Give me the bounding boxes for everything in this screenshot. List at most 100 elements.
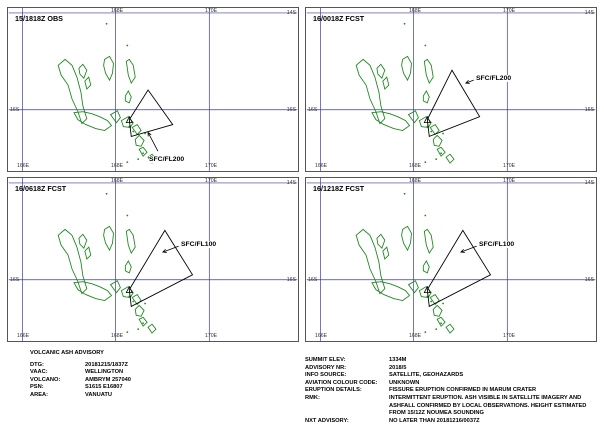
lon-tick-label: 170E xyxy=(503,333,516,339)
islet-dot xyxy=(142,322,145,325)
map-canvas xyxy=(306,178,596,341)
advisory-key: AVIATION COLOUR CODE: xyxy=(305,379,378,386)
islet-dot xyxy=(442,132,444,135)
lat-tick-label: 14S xyxy=(584,180,594,186)
island-outline xyxy=(73,111,113,131)
island-outline xyxy=(401,225,412,252)
island-outline xyxy=(376,63,386,79)
advisory-value: NO LATER THAN 20181216/0037Z xyxy=(389,417,480,424)
arrow-head-icon xyxy=(460,248,465,253)
lat-tick-label: 16S xyxy=(10,107,20,113)
advisory-row: INFO SOURCE:SATELLITE, GEOHAZARDS xyxy=(305,372,601,380)
island-outline xyxy=(445,323,455,334)
advisory-row: DTG: 20181215/1837Z xyxy=(30,362,131,370)
island-outline xyxy=(445,153,455,164)
volcano-icon xyxy=(125,285,133,293)
lon-tick-label: 168E xyxy=(111,163,124,169)
island-outline xyxy=(422,90,430,104)
island-outline xyxy=(147,323,157,334)
label-leader-line xyxy=(147,132,159,152)
island-outline xyxy=(376,233,386,249)
lat-tick-label: 14S xyxy=(286,10,296,16)
volcano-icon xyxy=(423,285,431,293)
islet-dot xyxy=(430,130,433,133)
islet-dot xyxy=(126,44,129,47)
map-panel-4: 16/1218Z FCSTSFC/FL100166E166E168E168E17… xyxy=(305,177,597,342)
island-outline xyxy=(436,146,446,157)
map-panel-1: 15/1818Z OBSSFC/FL200166E166E168E168E170… xyxy=(7,7,299,172)
volcano-icon xyxy=(423,115,431,123)
island-outline xyxy=(134,134,145,147)
volcano-icon xyxy=(125,115,133,123)
lon-tick-label: 170E xyxy=(205,333,218,339)
flight-level-label: SFC/FL200 xyxy=(476,75,512,82)
advisory-value: INTERMITTENT ERUPTION. ASH VISIBLE IN SA… xyxy=(389,394,587,417)
panel-title: 15/1818Z OBS xyxy=(15,14,63,23)
lat-tick-label: 16S xyxy=(584,107,594,113)
islet-dot xyxy=(442,302,444,305)
island-outline xyxy=(125,58,136,85)
ash-cloud-polygon xyxy=(128,89,174,137)
island-outline xyxy=(124,90,132,104)
ash-cloud-polygon xyxy=(426,229,492,308)
advisory-value: AMBRYM 257040 xyxy=(85,376,131,383)
island-outline xyxy=(418,286,432,299)
arrow-head-icon xyxy=(162,248,167,253)
arrow-head-icon xyxy=(464,79,470,84)
island-outline xyxy=(103,225,114,252)
islet-dot xyxy=(424,44,427,47)
island-outline xyxy=(125,228,136,255)
islet-dot xyxy=(440,152,443,155)
island-outline xyxy=(423,228,434,255)
advisory-row: ERUPTION DETAILS:FISSURE ERUPTION CONFIR… xyxy=(305,387,601,395)
islet-dot xyxy=(424,161,427,163)
lon-tick-label: 166E xyxy=(315,163,328,169)
lat-tick-label: 16S xyxy=(308,277,318,283)
advisory-value: S1615 E16807 xyxy=(85,384,123,391)
advisory-key: RMK: xyxy=(305,394,320,401)
map-panel-3: 16/0618Z FCSTSFC/FL100166E166E168E168E17… xyxy=(7,177,299,342)
island-outline xyxy=(134,304,145,317)
island-outline xyxy=(78,233,88,249)
island-outline xyxy=(407,110,419,124)
island-outline xyxy=(407,280,419,294)
lon-tick-label: 168E xyxy=(409,163,422,169)
island-outline xyxy=(429,293,440,306)
island-outline xyxy=(423,58,434,85)
advisory-row: AVIATION COLOUR CODE:UNKNOWN xyxy=(305,380,601,388)
advisory-key: ERUPTION DETAILS: xyxy=(305,387,362,394)
advisory-value: 20181215/1837Z xyxy=(85,361,129,368)
island-outline xyxy=(84,76,92,90)
map-panel-2: 16/0018Z FCSTSFC/FL200166E166E168E168E17… xyxy=(305,7,597,172)
lat-tick-label: 16S xyxy=(286,107,296,113)
island-outline xyxy=(138,146,148,157)
label-leader-line xyxy=(162,245,179,253)
advisory-value: WELLINGTON xyxy=(85,369,124,376)
lon-tick-label: 170E xyxy=(503,178,516,184)
advisory-key: NXT ADVISORY: xyxy=(305,417,349,424)
lat-tick-label: 14S xyxy=(286,180,296,186)
lon-tick-label: 168E xyxy=(111,8,124,14)
arrow-head-icon xyxy=(147,131,152,137)
islet-dot xyxy=(144,302,146,305)
advisory-key: SUMMIT ELEV: xyxy=(305,357,346,363)
islet-dot xyxy=(435,328,438,331)
islet-dot xyxy=(440,322,443,325)
advisory-row: NXT ADVISORY: NO LATER THAN 20181216/0037… xyxy=(305,418,601,426)
flight-level-label: SFC/FL100 xyxy=(479,241,515,248)
map-canvas xyxy=(306,8,596,171)
island-outline xyxy=(418,116,432,129)
advisory-key: DTG: xyxy=(30,361,44,368)
island-outline xyxy=(57,228,88,295)
advisory-row: PSN:S1615 E16807 xyxy=(30,384,131,392)
island-outline xyxy=(124,260,132,274)
island-outline xyxy=(355,58,386,125)
island-outline xyxy=(382,76,390,90)
islet-dot xyxy=(142,152,145,155)
label-leader-line xyxy=(460,245,477,253)
lon-tick-label: 166E xyxy=(17,333,30,339)
island-outline xyxy=(382,246,390,260)
islet-dot xyxy=(126,214,129,217)
island-outline xyxy=(429,123,440,136)
